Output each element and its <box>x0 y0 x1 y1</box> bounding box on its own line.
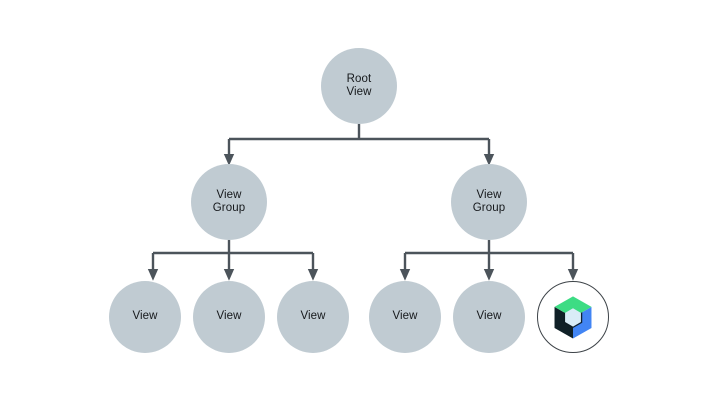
node-root-view-label: Root View <box>346 72 372 99</box>
node-compose-view[interactable] <box>537 281 609 353</box>
node-view-group-left[interactable]: View Group <box>191 164 267 240</box>
node-view-5-label: View <box>476 310 502 323</box>
node-view-3-label: View <box>300 310 326 323</box>
node-view-5[interactable]: View <box>453 281 525 353</box>
node-view-1[interactable]: View <box>109 281 181 353</box>
node-view-group-right[interactable]: View Group <box>451 164 527 240</box>
jetpack-compose-logo-icon <box>554 296 592 339</box>
node-view-2[interactable]: View <box>193 281 265 353</box>
node-view-4-label: View <box>392 310 418 323</box>
node-view-2-label: View <box>216 310 242 323</box>
node-view-4[interactable]: View <box>369 281 441 353</box>
node-view-1-label: View <box>132 310 158 323</box>
node-root-view[interactable]: Root View <box>321 48 397 124</box>
node-view-3[interactable]: View <box>277 281 349 353</box>
node-view-group-left-label: View Group <box>212 188 246 215</box>
node-view-group-right-label: View Group <box>472 188 506 215</box>
